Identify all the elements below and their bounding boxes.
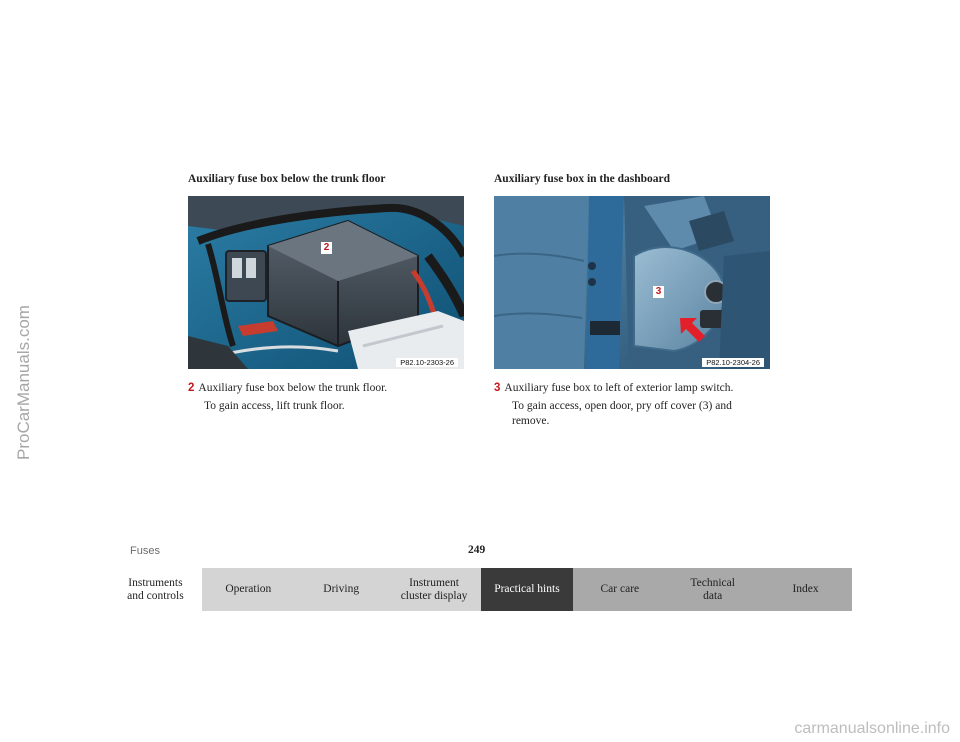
callout-3: 3	[653, 286, 664, 298]
trunk-fuse-box-photo: 2 P82.10-2303-26	[188, 196, 464, 369]
bottom-watermark: carmanualsonline.info	[794, 720, 950, 737]
tab-label: Operation	[225, 583, 272, 595]
callout-2: 2	[321, 242, 332, 254]
left-caption-text: Auxiliary fuse box below the trunk floor…	[198, 382, 388, 394]
page-number: 249	[468, 544, 486, 556]
tab-label: Index	[792, 583, 819, 595]
tab-car-care[interactable]: Car care	[573, 568, 667, 611]
tab-label: Technical	[690, 576, 735, 589]
tab-operation[interactable]: Operation	[201, 568, 295, 611]
tab-driving[interactable]: Driving	[294, 568, 388, 611]
tab-index[interactable]: Index	[759, 568, 852, 611]
left-heading: Auxiliary fuse box below the trunk floor	[188, 173, 386, 185]
tab-label: Car care	[600, 583, 640, 595]
right-caption-sub-1: To gain access, open door, pry off cover…	[512, 400, 732, 412]
tab-label: Driving	[323, 583, 360, 595]
side-watermark: ProCarManuals.com	[14, 305, 33, 460]
tab-label-2: and controls	[127, 589, 184, 602]
footer-section-title: Fuses	[130, 545, 160, 557]
right-caption-text: Auxiliary fuse box to left of exterior l…	[504, 382, 734, 394]
tab-label-2: cluster display	[400, 589, 468, 602]
right-heading: Auxiliary fuse box in the dashboard	[494, 173, 671, 185]
dashboard-fuse-box-photo: 3 P82.10-2304-26	[494, 196, 770, 369]
right-caption-number: 3	[494, 382, 501, 394]
tab-label: Practical hints	[494, 583, 560, 595]
left-photo-code: P82.10-2303-26	[396, 358, 458, 367]
left-caption-number: 2	[188, 382, 195, 394]
tab-practical-hints[interactable]: Practical hints	[480, 568, 574, 611]
tab-label: Instruments	[128, 576, 183, 589]
right-photo-code: P82.10-2304-26	[702, 358, 764, 367]
tab-label: Instrument	[409, 576, 459, 589]
tab-label-2: data	[703, 589, 723, 602]
right-caption-sub-2: remove.	[512, 415, 550, 427]
left-caption-sub: To gain access, lift trunk floor.	[204, 400, 345, 412]
